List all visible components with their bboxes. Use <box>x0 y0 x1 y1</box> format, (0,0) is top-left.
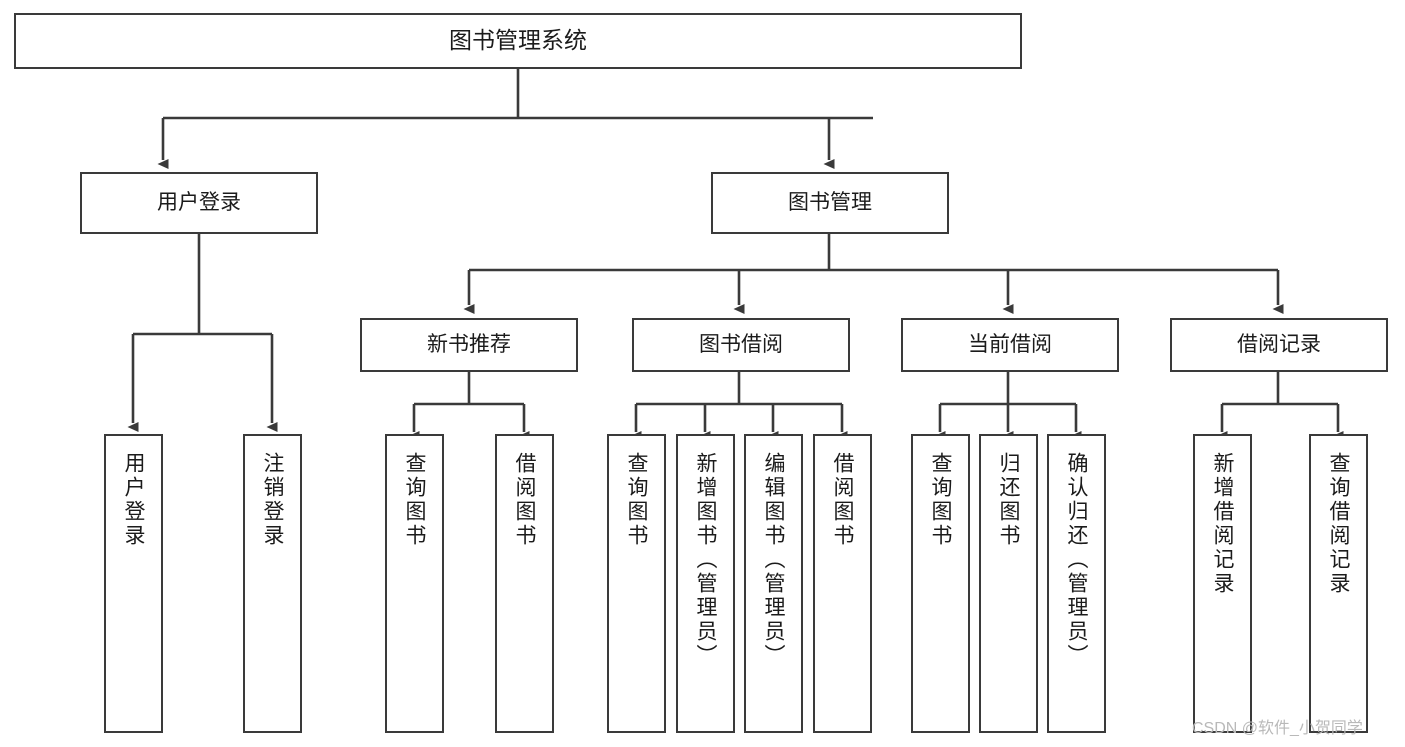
node-leaf-query-record-label: 查询借阅记录 <box>1327 452 1350 596</box>
node-leaf-edit-book[interactable]: 编辑图书（管理员） <box>744 434 803 733</box>
node-borrow-record-label: 借阅记录 <box>1237 332 1321 356</box>
node-book-borrow[interactable]: 图书借阅 <box>632 318 850 372</box>
node-leaf-query-record[interactable]: 查询借阅记录 <box>1309 434 1368 733</box>
node-leaf-query-book-3[interactable]: 查询图书 <box>911 434 970 733</box>
node-leaf-add-record[interactable]: 新增借阅记录 <box>1193 434 1252 733</box>
node-leaf-user-login[interactable]: 用户登录 <box>104 434 163 733</box>
node-book-manage[interactable]: 图书管理 <box>711 172 949 234</box>
watermark: CSDN @软件_小贺同学 <box>1192 720 1363 737</box>
node-root[interactable]: 图书管理系统 <box>14 13 1022 69</box>
node-leaf-borrow-book-1-label: 借阅图书 <box>513 452 536 548</box>
node-leaf-query-book-1-label: 查询图书 <box>403 452 426 548</box>
node-leaf-add-record-label: 新增借阅记录 <box>1211 452 1234 596</box>
node-leaf-query-book-2[interactable]: 查询图书 <box>607 434 666 733</box>
node-current-borrow[interactable]: 当前借阅 <box>901 318 1119 372</box>
node-current-borrow-label: 当前借阅 <box>968 332 1052 356</box>
node-leaf-confirm-return-label: 确认归还（管理员） <box>1065 452 1088 668</box>
node-new-book-rec-label: 新书推荐 <box>427 332 511 356</box>
node-book-borrow-label: 图书借阅 <box>699 332 783 356</box>
node-leaf-query-book-3-label: 查询图书 <box>929 452 952 548</box>
node-leaf-add-book-label: 新增图书（管理员） <box>694 452 717 668</box>
node-leaf-edit-book-label: 编辑图书（管理员） <box>762 452 785 668</box>
node-leaf-add-book[interactable]: 新增图书（管理员） <box>676 434 735 733</box>
node-borrow-record[interactable]: 借阅记录 <box>1170 318 1388 372</box>
node-leaf-query-book-1[interactable]: 查询图书 <box>385 434 444 733</box>
node-leaf-logout[interactable]: 注销登录 <box>243 434 302 733</box>
node-user-login-label: 用户登录 <box>157 190 241 214</box>
node-leaf-user-login-label: 用户登录 <box>122 452 145 548</box>
node-new-book-rec[interactable]: 新书推荐 <box>360 318 578 372</box>
node-leaf-borrow-book-2-label: 借阅图书 <box>831 452 854 548</box>
node-book-manage-label: 图书管理 <box>788 190 872 214</box>
node-leaf-return-book-label: 归还图书 <box>997 452 1020 548</box>
node-leaf-logout-label: 注销登录 <box>261 452 284 548</box>
node-leaf-borrow-book-2[interactable]: 借阅图书 <box>813 434 872 733</box>
node-leaf-confirm-return[interactable]: 确认归还（管理员） <box>1047 434 1106 733</box>
node-leaf-return-book[interactable]: 归还图书 <box>979 434 1038 733</box>
node-leaf-borrow-book-1[interactable]: 借阅图书 <box>495 434 554 733</box>
node-root-label: 图书管理系统 <box>449 27 587 54</box>
node-leaf-query-book-2-label: 查询图书 <box>625 452 648 548</box>
node-user-login[interactable]: 用户登录 <box>80 172 318 234</box>
